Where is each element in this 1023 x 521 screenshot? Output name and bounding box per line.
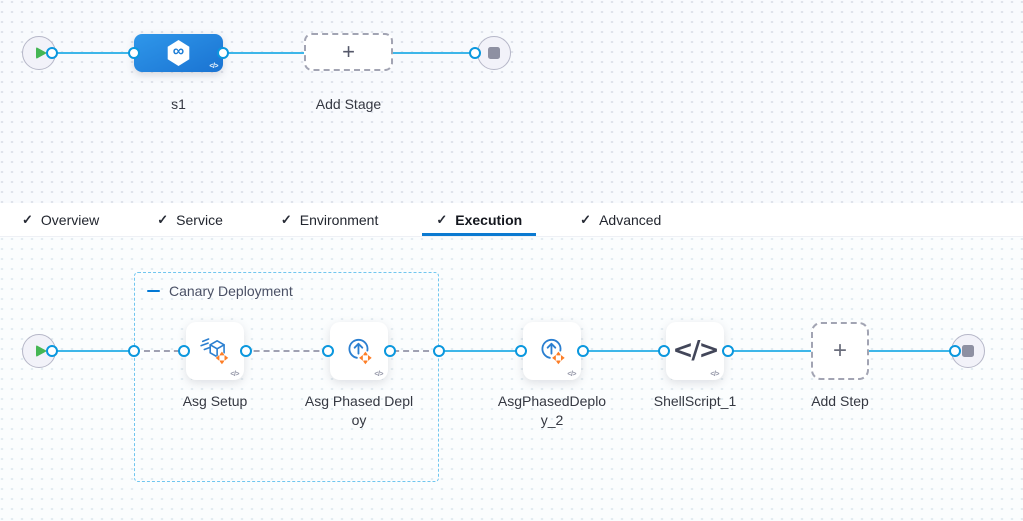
connection-point[interactable] — [217, 47, 229, 59]
tab-advanced[interactable]: ✓ Advanced — [566, 203, 675, 236]
add-stage-button[interactable]: + — [304, 33, 393, 71]
check-icon: ✓ — [22, 211, 33, 227]
connection-point[interactable] — [240, 345, 252, 357]
step-label: Asg Phased Deploy — [304, 393, 414, 428]
add-step-label: Add Step — [811, 393, 869, 409]
step-group-canary-deployment[interactable] — [134, 272, 439, 482]
tab-label: Environment — [299, 211, 379, 228]
plus-icon: + — [342, 39, 355, 64]
connection-point[interactable] — [433, 345, 445, 357]
step-asg-phased-deploy-2[interactable]: </> — [523, 322, 581, 380]
stage-config-tabs: ✓ Overview ✓ Service ✓ Environment ✓ Exe… — [0, 203, 1023, 237]
connection-point[interactable] — [515, 345, 527, 357]
add-stage-label: Add Stage — [315, 96, 382, 112]
tab-environment[interactable]: ✓ Environment — [267, 203, 393, 236]
stage-canvas[interactable]: ∞ </> s1 + Add Stage — [0, 0, 1023, 203]
pipeline-end-node — [477, 36, 511, 70]
connection-point[interactable] — [128, 47, 140, 59]
check-icon: ✓ — [436, 211, 448, 227]
connection-point[interactable] — [469, 47, 481, 59]
check-icon: ✓ — [157, 211, 169, 227]
step-label: Asg Setup — [182, 393, 248, 409]
tab-label: Execution — [455, 211, 523, 228]
connection-point[interactable] — [178, 345, 190, 357]
code-badge-icon: </> — [374, 371, 383, 378]
add-step-button[interactable]: + — [811, 322, 869, 380]
check-icon: ✓ — [580, 211, 592, 227]
tab-execution[interactable]: ✓ Execution — [422, 203, 536, 236]
connection-point[interactable] — [577, 345, 589, 357]
tab-service[interactable]: ✓ Service — [143, 203, 237, 236]
execution-canvas[interactable]: Canary Deployment — [0, 237, 1023, 521]
connection-point[interactable] — [128, 345, 140, 357]
connection-point[interactable] — [322, 345, 334, 357]
collapse-group-icon[interactable] — [147, 289, 160, 293]
step-label: ShellScript_1 — [653, 393, 737, 409]
stage-node-s1[interactable]: ∞ </> — [134, 34, 223, 72]
stage-connector-line — [52, 51, 477, 55]
play-icon — [35, 47, 47, 59]
code-badge-icon: </> — [567, 371, 576, 378]
check-icon: ✓ — [280, 211, 292, 227]
connection-point[interactable] — [384, 345, 396, 357]
stop-icon — [962, 345, 974, 357]
code-badge-icon: </> — [209, 63, 218, 70]
tab-label: Advanced — [599, 211, 662, 228]
step-label: AsgPhasedDeploy_2 — [497, 393, 607, 428]
asg-setup-icon — [200, 338, 230, 366]
code-badge-icon: </> — [710, 371, 719, 378]
stage-label: s1 — [171, 96, 186, 112]
step-connector-dashed-line — [134, 350, 439, 352]
stop-icon — [488, 47, 500, 59]
connection-point[interactable] — [658, 345, 670, 357]
tab-overview[interactable]: ✓ Overview — [8, 203, 113, 236]
asg-phased-deploy-icon — [348, 338, 373, 366]
connection-point[interactable] — [949, 345, 961, 357]
connection-point[interactable] — [46, 47, 58, 59]
step-asg-phased-deploy[interactable]: </> — [330, 322, 388, 380]
tab-label: Service — [176, 211, 223, 228]
code-badge-icon: </> — [230, 371, 239, 378]
step-asg-setup[interactable]: </> — [186, 322, 244, 380]
deploy-stage-icon: ∞ — [167, 40, 190, 66]
plus-icon: + — [832, 337, 847, 364]
group-label: Canary Deployment — [169, 283, 293, 299]
step-connector-line — [52, 349, 136, 353]
connection-point[interactable] — [46, 345, 58, 357]
shell-script-icon: </> — [672, 334, 719, 364]
step-shellscript-1[interactable]: </> </> — [666, 322, 724, 380]
connection-point[interactable] — [722, 345, 734, 357]
play-icon — [35, 345, 47, 357]
asg-phased-deploy-icon — [541, 338, 566, 366]
tab-label: Overview — [40, 211, 100, 228]
